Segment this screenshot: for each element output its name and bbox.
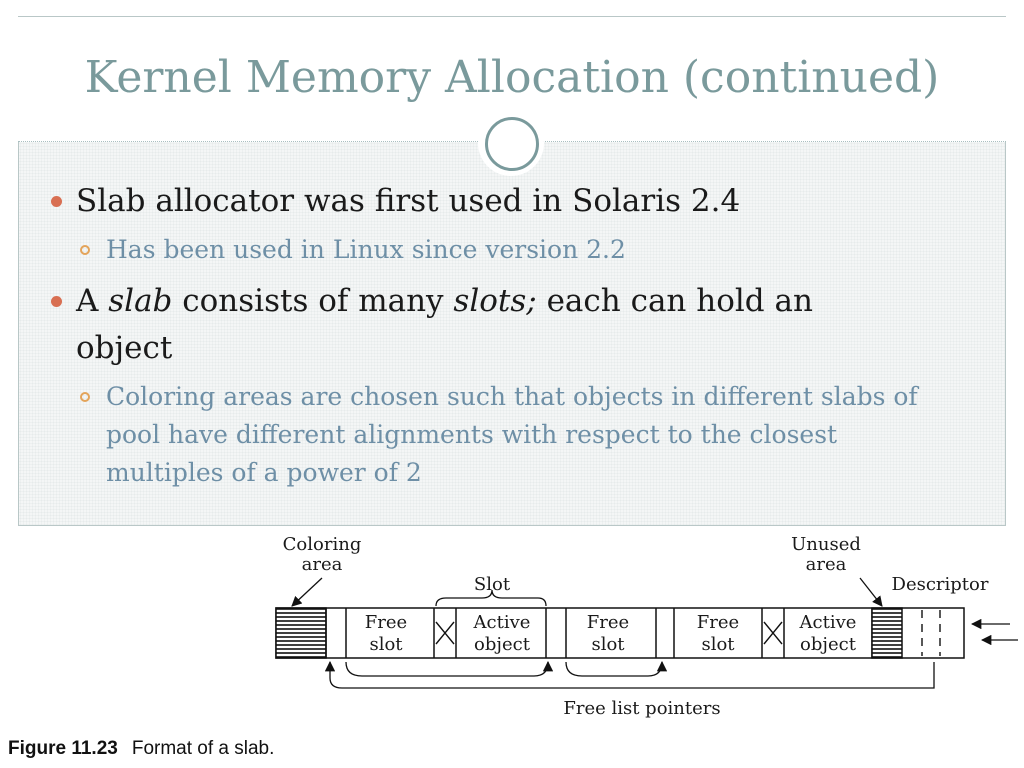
free-list-return-line — [324, 660, 935, 689]
sub-bullet-1-1: Has been used in Linux since version 2.2 — [80, 231, 626, 268]
label-unused: Unused — [791, 534, 861, 555]
coloring-pointer-arrow — [291, 577, 323, 607]
sub-bullet-2-1-line-2-text: pool have different alignments with resp… — [106, 420, 838, 449]
label-free-list-pointers: Free list pointers — [563, 698, 720, 719]
bullet-1-text: Slab allocator was first used in Solaris… — [76, 183, 741, 219]
cell-5-line-2: object — [800, 634, 857, 655]
slide-title: Kernel Memory Allocation (continued) — [84, 52, 940, 103]
cell-1-line-2: slot — [369, 634, 403, 655]
sub-bullet-1-1-text: Has been used in Linux since version 2.2 — [106, 235, 626, 264]
bullet-2-line-2: object — [76, 325, 172, 371]
free-list-curve-2 — [565, 660, 668, 677]
bullet-2-part-5: each can hold an — [536, 283, 813, 319]
sub-bullet-circle-icon — [80, 245, 90, 255]
cell-4-line-1: Free — [697, 612, 739, 633]
body-area — [19, 142, 1005, 525]
bullet-2: A slab consists of many slots; each can … — [51, 278, 956, 324]
free-list-curve-1 — [345, 660, 554, 677]
cross-marker-icon — [763, 621, 783, 645]
label-descriptor: Descriptor — [892, 574, 989, 595]
label-unused-area: area — [806, 554, 847, 575]
slide-frame — [18, 16, 1006, 526]
sub-bullet-2-1-line-1: Coloring areas are chosen such that obje… — [106, 382, 918, 411]
cell-3-line-1: Free — [587, 612, 629, 633]
cell-5-line-1: Active — [799, 612, 857, 633]
label-slot: Slot — [474, 574, 511, 595]
bullet-2-part-3: consists of many — [172, 283, 454, 319]
cell-4-line-2: slot — [701, 634, 735, 655]
cell-2-line-2: object — [474, 634, 531, 655]
bullet-2-part-1: A — [76, 283, 109, 319]
cross-marker-icon — [435, 621, 455, 645]
bullet-dot-icon — [51, 196, 62, 207]
cell-3-line-2: slot — [591, 634, 625, 655]
cell-2-line-1: Active — [473, 612, 531, 633]
bullet-1: Slab allocator was first used in Solaris… — [51, 178, 741, 224]
sub-bullet-2-1-line-3: multiples of a power of 2 — [106, 454, 422, 491]
bullet-2-line-2-text: object — [76, 330, 173, 366]
label-coloring-area: area — [302, 554, 343, 575]
slab-bar — [275, 607, 965, 659]
figure-caption: Figure 11.23 Format of a slab. — [8, 738, 274, 760]
figure-caption-text: Format of a slab. — [131, 738, 275, 759]
bullet-2-emph-slots: slots; — [453, 283, 537, 319]
figure-caption-label: Figure 11.23 — [8, 738, 118, 759]
unused-pointer-arrow — [859, 577, 883, 607]
slab-format-diagram: Coloring area Slot Unused area Descripto… — [275, 534, 1018, 719]
bullet-dot-icon — [51, 296, 62, 307]
label-coloring: Coloring — [283, 534, 362, 555]
circle-ornament-icon — [485, 117, 539, 171]
sub-bullet-2-1-line-3-text: multiples of a power of 2 — [106, 458, 422, 487]
sub-bullet-2-1: Coloring areas are chosen such that obje… — [80, 378, 918, 415]
slot-brace — [435, 589, 547, 607]
sub-bullet-2-1-line-2: pool have different alignments with resp… — [106, 416, 837, 453]
bullet-2-emph-slab: slab — [108, 283, 173, 319]
coloring-area-hatch — [275, 607, 327, 659]
cell-1-line-1: Free — [365, 612, 407, 633]
unused-area-hatch — [871, 607, 903, 659]
sub-bullet-circle-icon — [80, 392, 90, 402]
